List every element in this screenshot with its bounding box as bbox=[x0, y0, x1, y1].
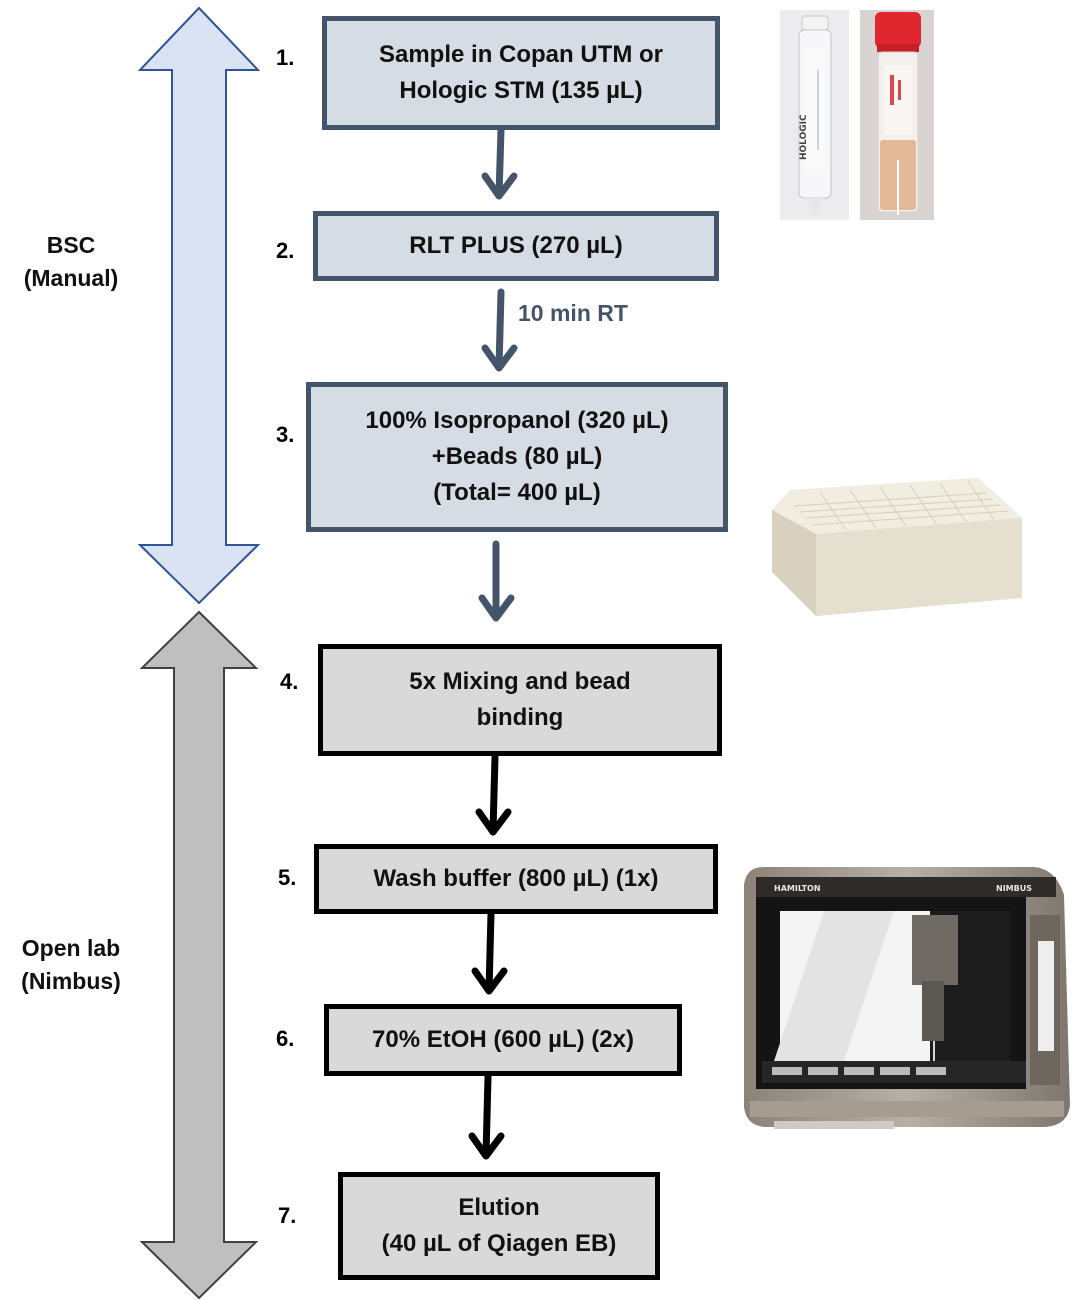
step-box-6: 70% EtOH (600 µL) (2x) bbox=[324, 1004, 682, 1076]
step-3-line-3: (Total= 400 µL) bbox=[433, 479, 601, 506]
copan-tube-image bbox=[875, 12, 921, 215]
phase-label-open-lab: Open lab (Nimbus) bbox=[0, 932, 142, 999]
nimbus-instrument-photo: HAMILTON NIMBUS bbox=[734, 855, 1076, 1141]
step-box-5: Wash buffer (800 µL) (1x) bbox=[314, 844, 718, 914]
step-1-line-2: Hologic STM (135 µL) bbox=[399, 77, 643, 104]
connector-arrow-3-4 bbox=[478, 540, 515, 622]
step-box-2: RLT PLUS (270 µL) bbox=[313, 211, 719, 281]
phase-label-open-lab-title: Open lab bbox=[21, 935, 121, 961]
step-7-line-1: Elution bbox=[458, 1194, 540, 1221]
sample-tubes-photo: HOLOGIC bbox=[780, 10, 934, 220]
incubation-note: 10 min RT bbox=[518, 300, 628, 326]
step-box-3: 100% Isopropanol (320 µL) +Beads (80 µL)… bbox=[306, 382, 728, 532]
step-number-4: 4. bbox=[280, 669, 299, 694]
deep-well-plate-photo bbox=[760, 470, 1030, 620]
hologic-tube-image: HOLOGIC bbox=[798, 15, 832, 216]
step-number-2: 2. bbox=[276, 238, 295, 263]
step-4-line-2: binding bbox=[476, 704, 564, 731]
step-box-7: Elution (40 µL of Qiagen EB) bbox=[338, 1172, 660, 1280]
bsc-phase-double-arrow bbox=[137, 6, 261, 605]
step-4-line-1: 5x Mixing and bead bbox=[409, 668, 631, 695]
open-lab-phase-double-arrow bbox=[139, 610, 259, 1300]
step-number-6: 6. bbox=[276, 1026, 295, 1051]
step-2-line-1: RLT PLUS (270 µL) bbox=[409, 232, 623, 259]
step-6-line-1: 70% EtOH (600 µL) (2x) bbox=[372, 1026, 634, 1053]
step-3-line-2: +Beads (80 µL) bbox=[431, 443, 603, 470]
instrument-brand-label: HAMILTON bbox=[774, 884, 821, 893]
connector-arrow-6-7 bbox=[468, 1073, 505, 1160]
step-7-line-2: (40 µL of Qiagen EB) bbox=[381, 1230, 617, 1257]
phase-label-bsc: BSC (Manual) bbox=[0, 229, 142, 296]
step-number-3: 3. bbox=[276, 422, 295, 447]
connector-arrow-1-2 bbox=[481, 126, 518, 200]
connector-arrow-5-6 bbox=[471, 910, 508, 995]
step-number-1: 1. bbox=[276, 45, 295, 70]
phase-label-bsc-title: BSC bbox=[46, 232, 96, 258]
step-number-5: 5. bbox=[278, 865, 297, 890]
step-number-7: 7. bbox=[278, 1203, 297, 1228]
step-3-line-1: 100% Isopropanol (320 µL) bbox=[365, 407, 669, 434]
step-box-4: 5x Mixing and bead binding bbox=[318, 644, 722, 756]
hologic-tube-label: HOLOGIC bbox=[799, 114, 809, 160]
connector-arrow-2-3 bbox=[481, 288, 518, 372]
phase-label-bsc-subtitle: (Manual) bbox=[23, 265, 119, 292]
step-box-1: Sample in Copan UTM or Hologic STM (135 … bbox=[322, 16, 720, 130]
phase-label-open-lab-subtitle: (Nimbus) bbox=[21, 968, 121, 995]
instrument-model-label: NIMBUS bbox=[996, 884, 1032, 893]
step-1-line-1: Sample in Copan UTM or bbox=[378, 41, 663, 68]
step-5-line-1: Wash buffer (800 µL) (1x) bbox=[373, 865, 659, 892]
connector-arrow-4-5 bbox=[475, 753, 512, 836]
